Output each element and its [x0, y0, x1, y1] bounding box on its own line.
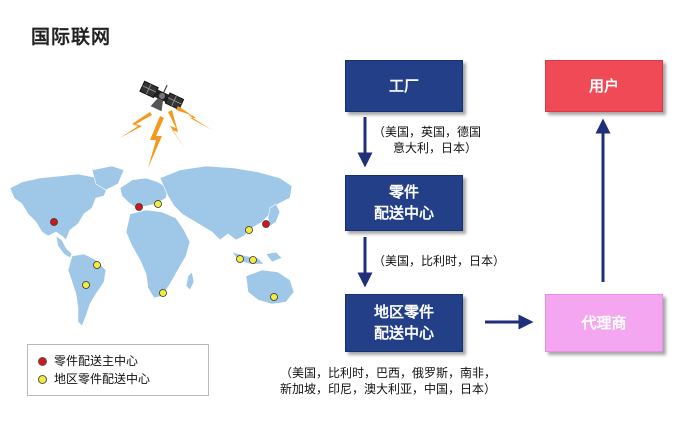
- legend-regional-center-label: 地区零件配送中心: [54, 372, 151, 386]
- regional-center-dot: [159, 289, 167, 297]
- regional-center-label-line2: 配送中心: [373, 324, 434, 342]
- factory-countries-line1: （美国，英国，德国: [373, 125, 482, 139]
- regional-center-label-line1: 地区零件: [373, 303, 434, 321]
- parts-center-box: 零件 配送中心: [345, 175, 463, 231]
- regional-center-dot-icon: [38, 375, 47, 384]
- regional-center-dot: [249, 256, 257, 264]
- legend-regional-center: 地区零件配送中心: [38, 370, 208, 388]
- factory-countries-line2: 意大利，日本）: [393, 141, 478, 155]
- map-legend: 零件配送主中心 地区零件配送中心: [27, 344, 209, 396]
- parts-center-label-line2: 配送中心: [373, 204, 434, 222]
- factory-box: 工厂: [345, 60, 463, 112]
- main-center-dot: [262, 220, 270, 228]
- regional-center-dot: [236, 255, 244, 263]
- regional-center-dot: [245, 226, 253, 234]
- page-title: 国际联网: [31, 26, 112, 48]
- regional-countries-line1: （美国，比利时，巴西，俄罗斯，南非，: [280, 366, 497, 380]
- regional-countries-note: （美国，比利时，巴西，俄罗斯，南非， 新加坡，印尼，澳大利亚，中国，日本）: [280, 365, 496, 397]
- legend-main-center-label: 零件配送主中心: [54, 354, 139, 368]
- agent-box: 代理商: [545, 294, 663, 352]
- main-center-dots: [50, 203, 270, 228]
- main-center-dot: [135, 203, 143, 211]
- regional-center-dots: [82, 200, 278, 301]
- satellite-icon: [120, 80, 212, 168]
- user-label: 用户: [588, 76, 619, 95]
- world-map-icon: [9, 80, 295, 327]
- regional-countries-line2: 新加坡，印尼，澳大利亚，中国，日本）: [280, 382, 497, 396]
- regional-center-dot: [93, 261, 101, 269]
- main-center-dot: [50, 218, 58, 226]
- main-center-dot-icon: [38, 357, 47, 366]
- regional-center-box: 地区零件 配送中心: [345, 294, 463, 352]
- legend-main-center: 零件配送主中心: [38, 352, 208, 370]
- factory-countries-note: （美国，英国，德国 意大利，日本）: [373, 124, 481, 156]
- regional-center-dot: [82, 281, 90, 289]
- parts-countries-note: （美国，比利时，日本）: [373, 254, 506, 268]
- user-box: 用户: [545, 60, 663, 112]
- agent-label: 代理商: [581, 313, 627, 332]
- regional-center-dot: [270, 293, 278, 301]
- factory-label: 工厂: [388, 76, 419, 95]
- parts-center-label-line1: 零件: [388, 183, 419, 201]
- regional-center-dot: [154, 200, 162, 208]
